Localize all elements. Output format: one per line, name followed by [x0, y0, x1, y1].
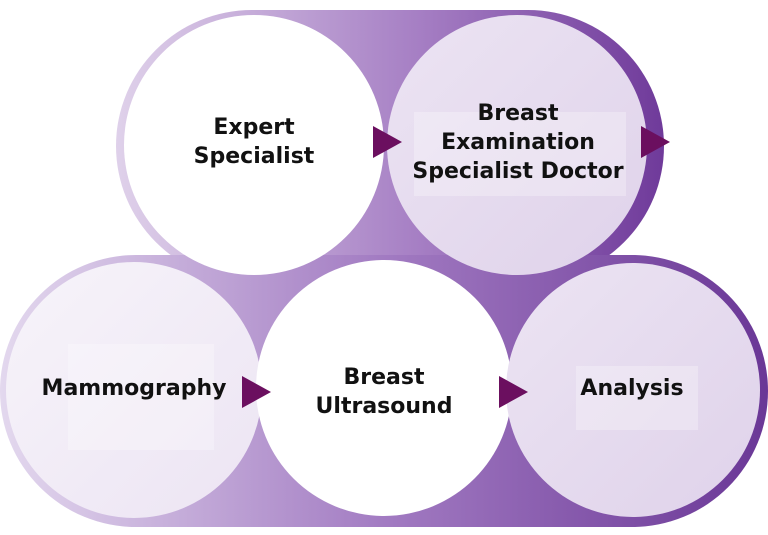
node-mammography: Mammography: [41, 375, 227, 401]
node-breast-examination-doctor: Breast Examination Specialist Doctor: [412, 100, 624, 184]
play-triangle-icon: [242, 376, 271, 408]
label-backdrop: [68, 344, 214, 450]
play-triangle-icon: [641, 126, 670, 158]
play-triangle-icon: [499, 376, 528, 408]
circle-expert: [124, 15, 384, 275]
label-backdrop: [576, 366, 698, 430]
circle-doctor: [387, 15, 647, 275]
circle-ultrasound: [256, 260, 512, 516]
play-triangle-icon: [373, 126, 402, 158]
node-breast-ultrasound: Breast Ultrasound: [315, 365, 453, 419]
circle-mammography: [6, 262, 262, 518]
label-backdrop: [414, 112, 626, 196]
node-analysis: Analysis: [580, 375, 684, 401]
circle-analysis: [506, 263, 760, 517]
node-expert-specialist: Expert Specialist: [193, 115, 315, 169]
